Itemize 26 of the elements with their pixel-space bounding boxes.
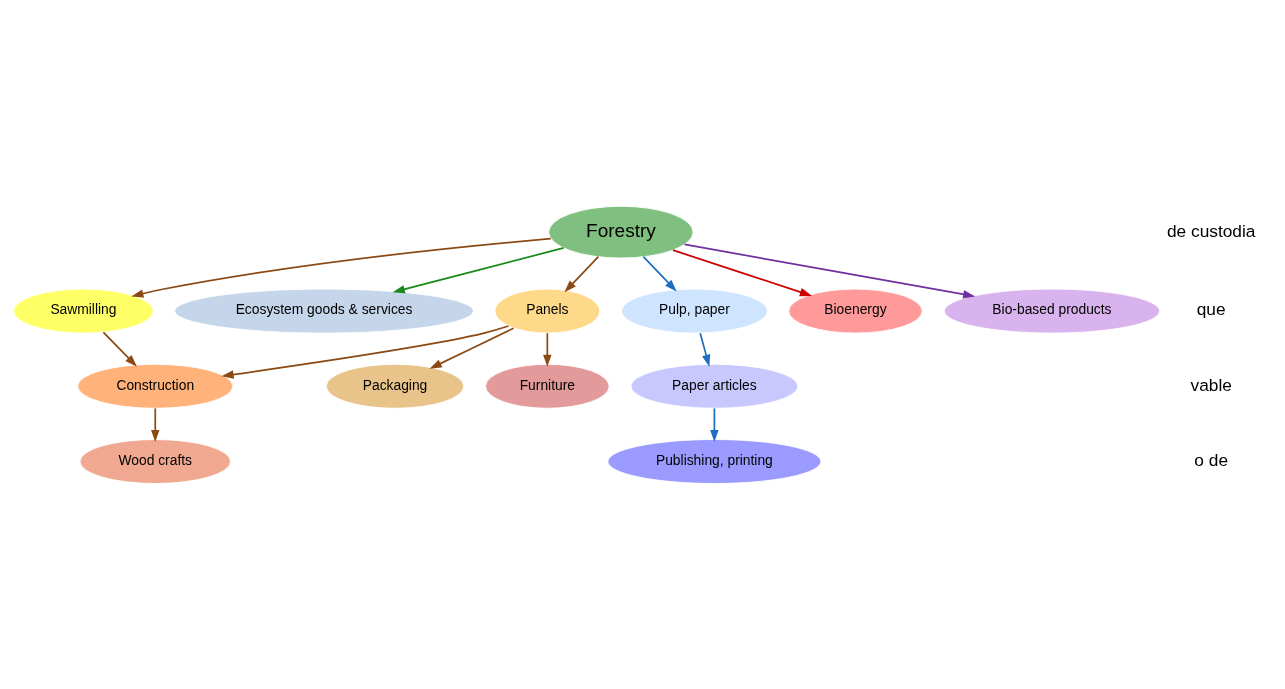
label: o de [1194,449,1229,470]
node-ellipse: Furniture [485,363,610,409]
arrow [102,331,137,367]
arrow [710,407,719,442]
node-ellipse: Ecosystem goods & services [174,288,474,333]
node-ellipse: Forestry [548,205,694,258]
arrow [699,331,711,367]
label: vable [1190,374,1232,395]
label: que [1196,298,1226,319]
arrow [543,331,552,367]
label: de custodia [1166,220,1256,240]
node-ellipse: Pulp, paper [621,288,768,333]
arrow [642,255,677,292]
arrow [151,407,160,442]
arrow [672,248,812,296]
node-ellipse: Packaging [325,363,465,409]
arrow [221,324,510,379]
arrow [429,326,515,369]
arrow [131,237,552,298]
node-ellipse: Publishing, printing [607,438,822,484]
node-ellipse: Paper articles [630,363,799,409]
arrow [392,246,565,293]
arrow [683,243,976,298]
node-ellipse: Wood crafts [79,438,231,484]
arrow [564,255,600,292]
node-ellipse: Panels [494,288,601,333]
